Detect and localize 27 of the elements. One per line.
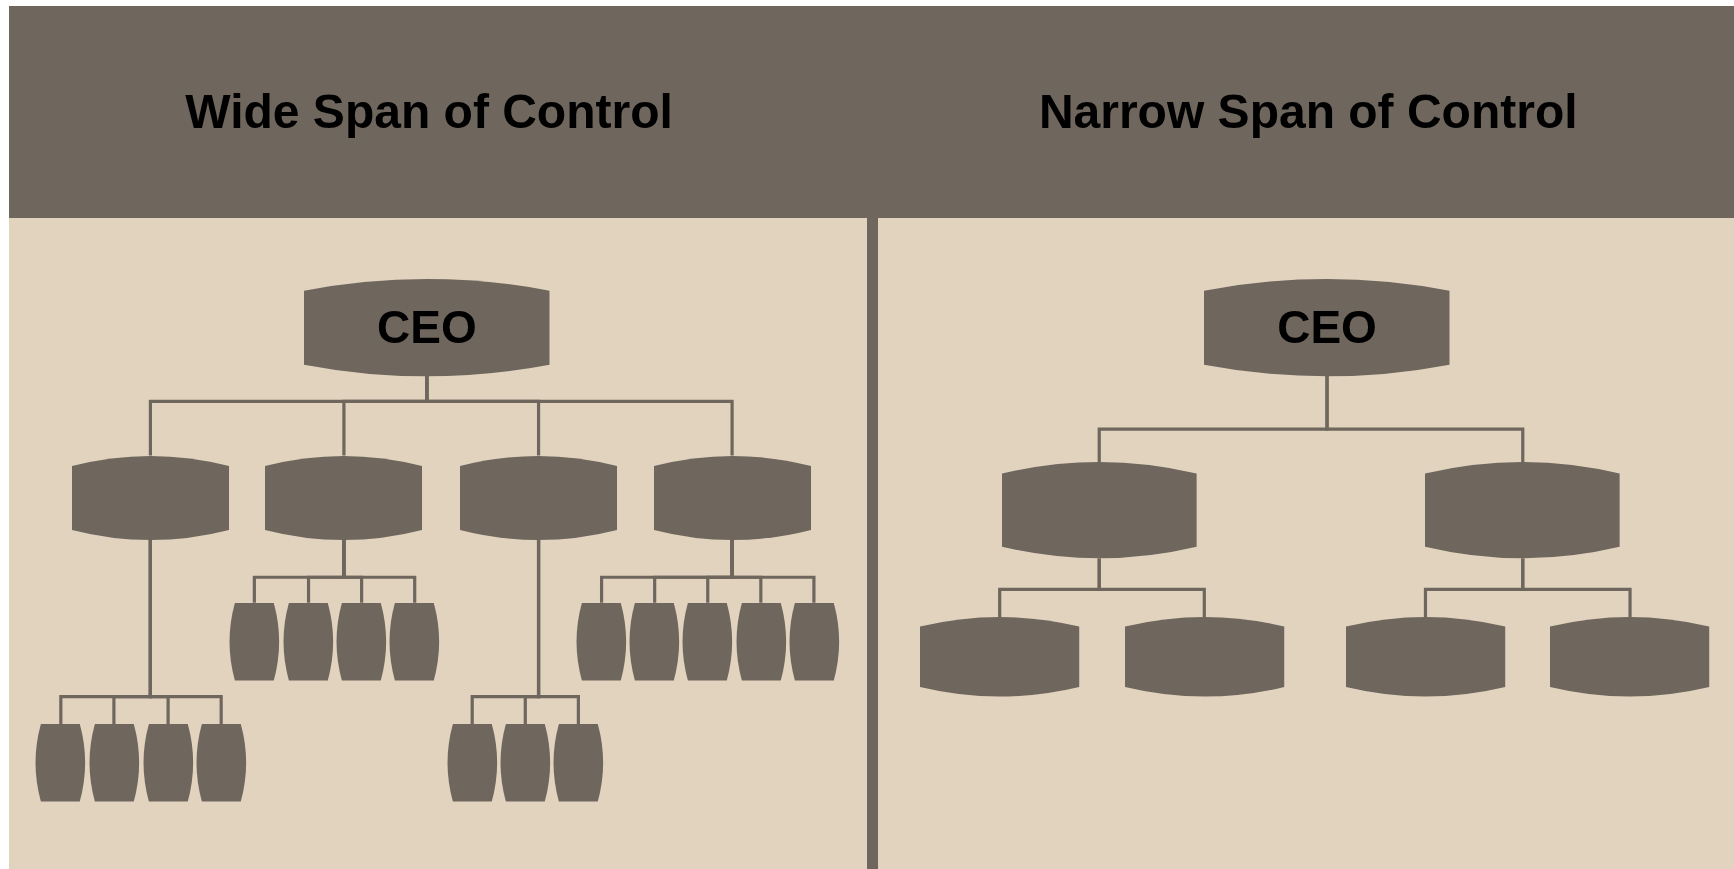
subordinate-shape bbox=[554, 724, 603, 802]
position-shape bbox=[920, 617, 1080, 697]
connector-line bbox=[536, 539, 580, 725]
connector-line bbox=[1521, 558, 1632, 618]
position-shape bbox=[1425, 462, 1621, 559]
subordinate-shape bbox=[36, 724, 86, 802]
connector-line bbox=[1325, 376, 1525, 463]
connector-line bbox=[730, 539, 816, 603]
subordinate-shape bbox=[89, 724, 139, 802]
position-shape bbox=[304, 278, 550, 376]
position-shape bbox=[460, 455, 618, 540]
connector-line bbox=[1097, 558, 1206, 618]
position-shape bbox=[1001, 462, 1197, 559]
position-shape bbox=[265, 455, 423, 540]
connector-line bbox=[425, 376, 734, 456]
connector-line bbox=[148, 539, 223, 725]
role-label: CEO bbox=[1277, 300, 1377, 355]
subordinate-shape bbox=[196, 724, 246, 802]
position-shape bbox=[1204, 278, 1450, 376]
panel-title: Narrow Span of Control bbox=[1038, 83, 1578, 139]
panel-title: Wide Span of Control bbox=[185, 83, 673, 139]
subordinate-shape bbox=[500, 724, 550, 802]
role-label: CEO bbox=[377, 300, 477, 355]
subordinate-shape bbox=[143, 724, 193, 802]
connector-line bbox=[342, 539, 417, 603]
position-shape bbox=[1550, 617, 1710, 697]
subordinate-shape bbox=[447, 724, 497, 802]
